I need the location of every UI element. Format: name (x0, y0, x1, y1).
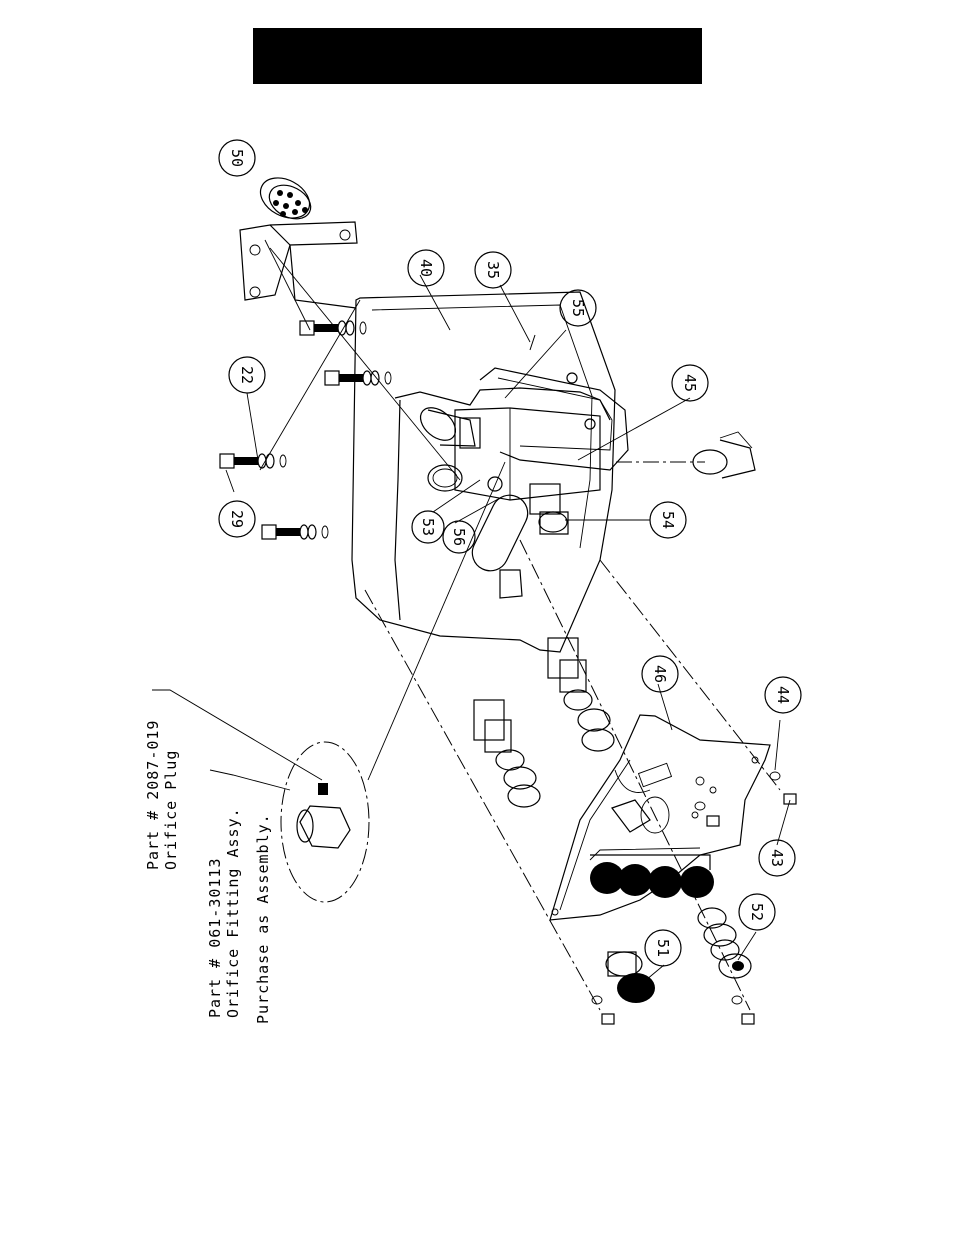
callout-label: 22 (238, 366, 256, 384)
orifice-fitting-name: Orifice Fitting Assy. (224, 807, 242, 1018)
callout-56: 56 (443, 521, 475, 553)
callout-label: 51 (654, 939, 672, 957)
knob-row (590, 848, 714, 898)
fitting-52 (698, 908, 751, 978)
callout-45: 45 (672, 365, 708, 401)
callout-55: 55 (560, 290, 596, 326)
callout-54: 54 (650, 502, 686, 538)
callout-label: 46 (651, 665, 669, 683)
callout-label: 29 (228, 510, 246, 528)
connector-upper-mid (548, 638, 614, 751)
callout-label: 50 (228, 149, 246, 167)
connector-left (474, 700, 540, 807)
callout-label: 35 (484, 261, 502, 279)
orifice-fitting-part-number: Part # 061-30113 (206, 858, 224, 1019)
manifold-plate (352, 292, 628, 652)
callout-label: 44 (774, 686, 792, 704)
fitting-lower-right (693, 432, 755, 478)
callout-label: 56 (450, 528, 468, 546)
callout-40: 40 (408, 250, 444, 286)
part-notes: Part # 2087-019 Orifice Plug Part # 061-… (144, 720, 272, 1024)
callout-43: 43 (759, 840, 795, 876)
callout-50: 50 (219, 140, 255, 176)
callout-44: 44 (765, 677, 801, 713)
callout-35: 35 (475, 252, 511, 288)
callout-53: 53 (412, 511, 444, 543)
purchase-note: Purchase as Assembly. (254, 813, 272, 1024)
callout-51: 51 (645, 930, 681, 966)
callout-label: 53 (419, 518, 437, 536)
connector-50 (254, 170, 317, 226)
callout-46: 46 (642, 656, 678, 692)
callout-label: 40 (417, 259, 435, 277)
fitting-upper (414, 401, 480, 448)
knob-51 (606, 952, 655, 1003)
callout-label: 45 (681, 374, 699, 392)
callout-label: 54 (659, 511, 677, 529)
callout-52: 52 (739, 894, 775, 930)
port-53 (428, 465, 502, 491)
fitting-54 (530, 484, 568, 534)
callout-label: 43 (768, 849, 786, 867)
detail-view (281, 462, 505, 902)
callout-label: 55 (569, 299, 587, 317)
bolt-set (220, 321, 391, 539)
upper-bracket (240, 222, 357, 308)
callout-22: 22 (229, 357, 265, 393)
small-screws (567, 373, 796, 1024)
callout-label: 52 (748, 903, 766, 921)
callout-29: 29 (219, 501, 255, 537)
orifice-plug-name: Orifice Plug (162, 750, 180, 870)
orifice-plug-part-number: Part # 2087-019 (144, 720, 162, 870)
